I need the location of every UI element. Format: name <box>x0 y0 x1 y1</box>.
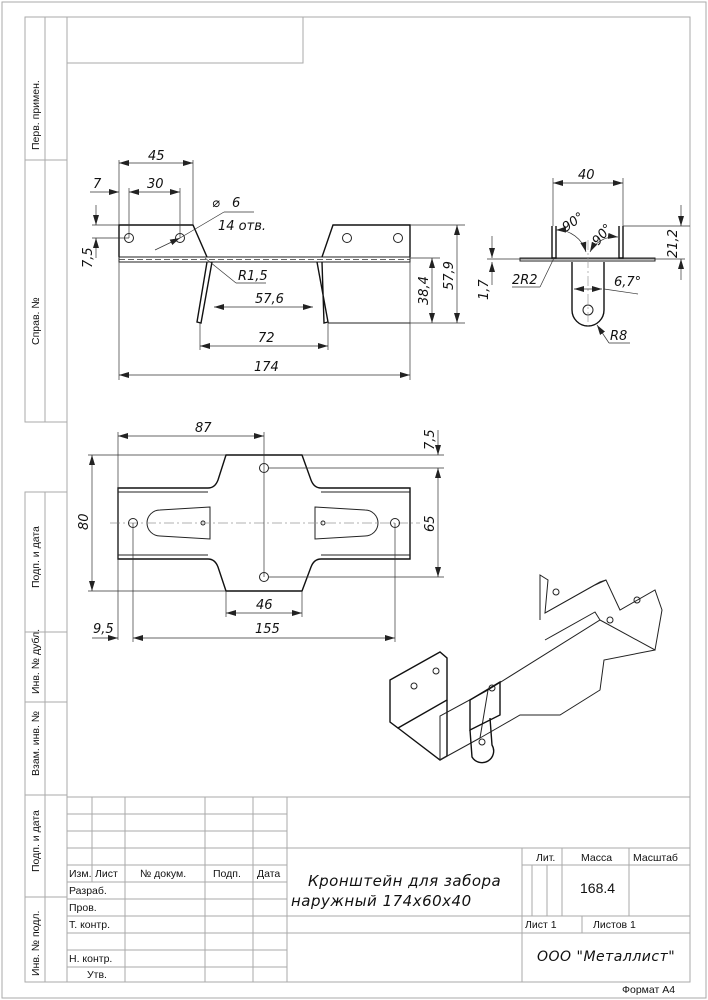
dim-57-9: 57,9 <box>442 261 457 290</box>
dim-7-5-front: 7,5 <box>81 247 96 268</box>
dim-9-5: 9,5 <box>93 622 114 637</box>
row-t-kontr: Т. контр. <box>69 919 110 931</box>
label-podp-data-1: Подп. и дата <box>30 526 42 588</box>
format-label: Формат А4 <box>622 984 675 996</box>
side-view: 40 90° 90° 21,2 1,7 2R2 6,7° R8 <box>477 168 690 344</box>
dim-174: 174 <box>254 360 279 375</box>
dim-45: 45 <box>148 149 165 164</box>
dim-7-5-plan: 7,5 <box>423 429 438 450</box>
radius-r8: R8 <box>610 329 627 344</box>
hole-count: 14 отв. <box>218 219 266 234</box>
plan-view: 87 80 65 7,5 46 9,5 155 <box>77 421 444 642</box>
label-inv-podl: Инв. № подл. <box>30 911 42 976</box>
row-utv: Утв. <box>87 969 107 981</box>
angle-6-7: 6,7° <box>614 275 641 290</box>
isometric-view <box>389 574 663 764</box>
dim-155: 155 <box>255 622 280 637</box>
sheet-count: Листов 1 <box>593 919 636 931</box>
dim-80: 80 <box>77 513 92 530</box>
header-data: Дата <box>257 868 280 880</box>
header-list: Лист <box>95 868 118 880</box>
label-masshtab: Масштаб <box>633 852 678 864</box>
label-podp-data-2: Подп. и дата <box>30 810 42 872</box>
label-massa: Масса <box>581 852 612 864</box>
dim-57-6: 57,6 <box>255 292 284 307</box>
diameter-icon: ⌀ <box>212 196 220 211</box>
radius-r1-5: R1,5 <box>238 269 268 284</box>
label-vzam-inv: Взам. инв. № <box>30 711 42 776</box>
dim-38-4: 38,4 <box>417 276 432 305</box>
dim-65: 65 <box>423 515 438 532</box>
mass-value: 168.4 <box>580 880 615 896</box>
title-line-2: наружный 174х60х40 <box>291 892 472 910</box>
header-podp: Подп. <box>213 868 241 880</box>
dim-30: 30 <box>147 177 164 192</box>
row-razrab: Разраб. <box>69 885 107 897</box>
row-n-kontr: Н. контр. <box>69 953 112 965</box>
dim-87: 87 <box>195 421 212 436</box>
side-strip: Перв. примен. Справ. № Подп. и дата Инв.… <box>24 16 68 983</box>
dim-72: 72 <box>258 331 275 346</box>
dim-7: 7 <box>93 177 102 192</box>
label-perv-primen: Перв. примен. <box>30 80 42 150</box>
row-prov: Пров. <box>69 902 97 914</box>
sheet-number: Лист 1 <box>525 919 557 931</box>
title-block: Изм. Лист № докум. Подп. Дата Разраб. Пр… <box>66 796 691 996</box>
label-inv-dubl: Инв. № дубл. <box>30 629 42 694</box>
dim-40: 40 <box>578 168 595 183</box>
hole-diameter: 6 <box>232 196 240 211</box>
dim-1-7: 1,7 <box>477 279 492 300</box>
dim-21-2: 21,2 <box>666 229 681 258</box>
company-name: ООО "Металлист" <box>537 949 675 965</box>
label-sprav-no: Справ. № <box>30 297 42 345</box>
label-lit: Лит. <box>536 852 555 864</box>
title-line-1: Кронштейн для забора <box>308 872 501 890</box>
angle-left-90: 90° <box>560 210 587 236</box>
header-izm: Изм. <box>69 868 92 880</box>
front-view: 45 7 30 7,5 ⌀ 6 14 отв. R1,5 57,6 72 174… <box>81 149 465 380</box>
header-doc-no: № докум. <box>140 868 186 880</box>
radius-2r2: 2R2 <box>512 273 538 288</box>
hole-icon <box>124 233 403 243</box>
dim-46: 46 <box>256 598 273 613</box>
angle-right-90: 90° <box>590 221 616 248</box>
